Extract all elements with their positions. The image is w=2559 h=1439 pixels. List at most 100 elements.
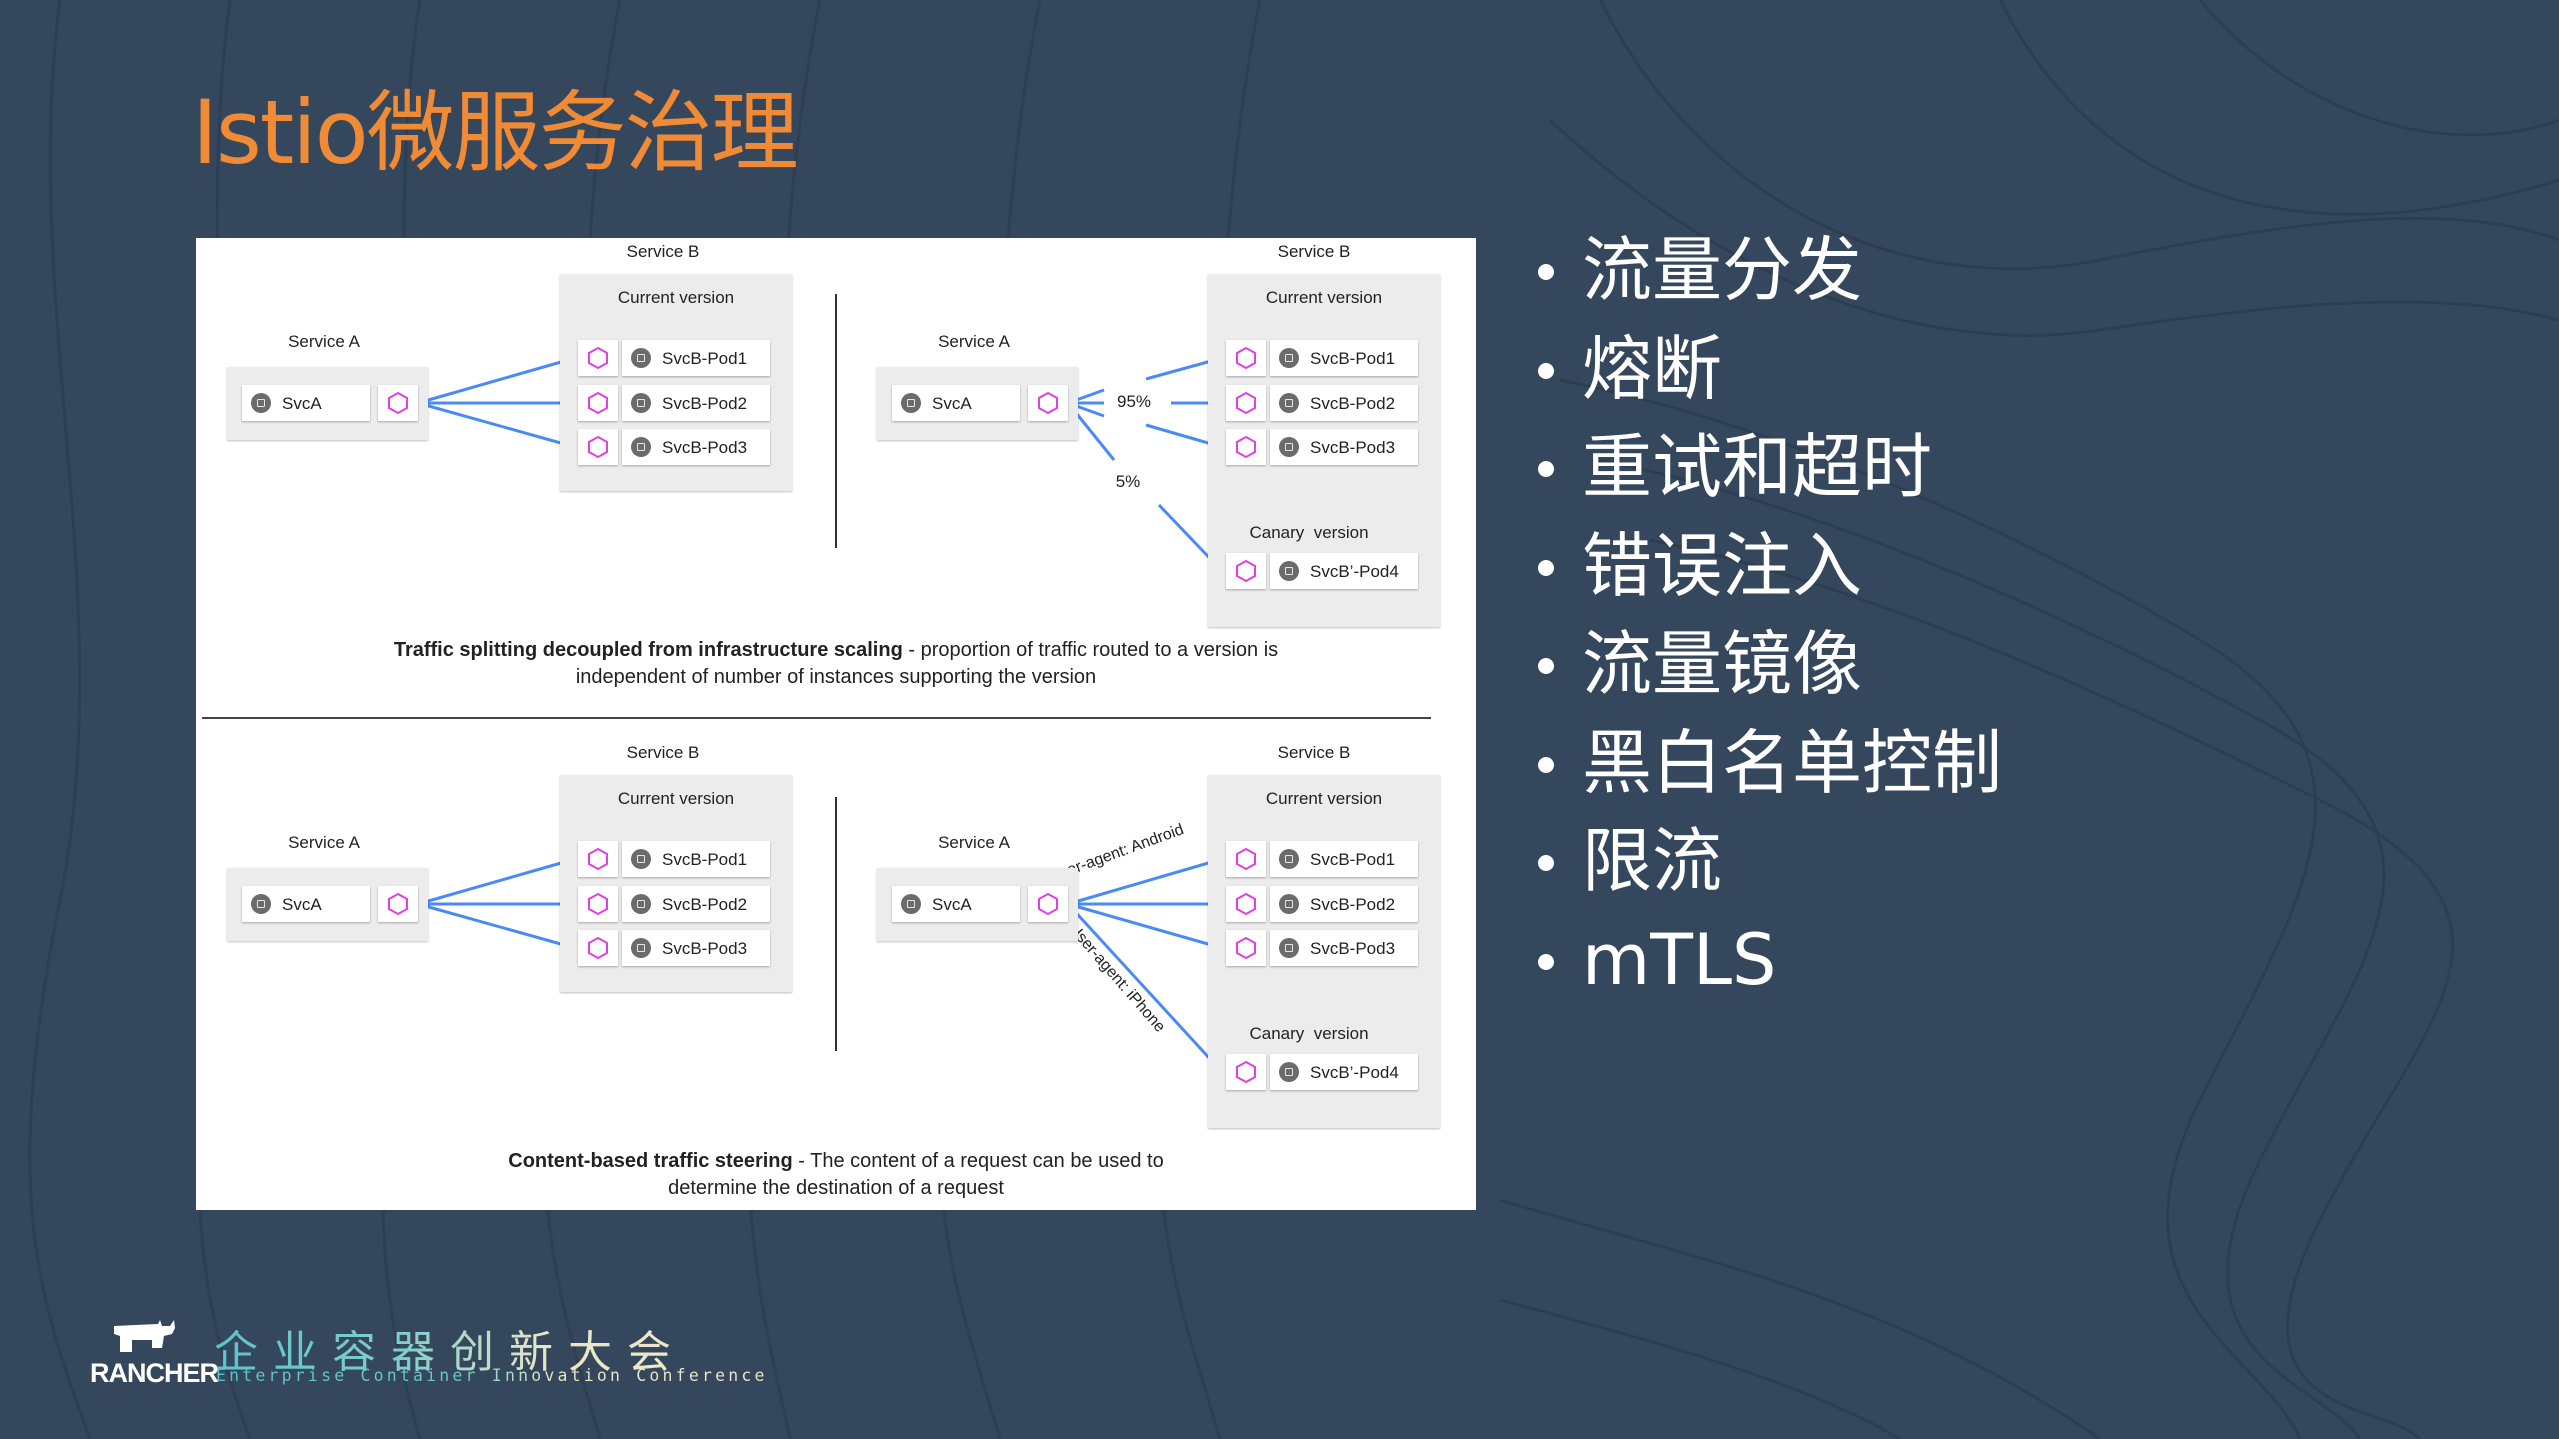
service-a-label: Service A: [938, 833, 1010, 852]
bullet-dot-icon: [1538, 756, 1554, 773]
service-b-label: Service B: [1277, 242, 1351, 261]
pod-card: SvcB-Pod2: [1270, 886, 1418, 922]
pod-card: SvcB-Pod1: [622, 340, 770, 376]
top-caption: Traffic splitting decoupled from infrast…: [196, 637, 1476, 691]
current-version-label: Current version: [1265, 288, 1383, 307]
conference-footer: RANCHER 企业容器创新大会 Enterprise Container In…: [90, 1320, 764, 1390]
envoy-hexagon-icon: [588, 346, 608, 370]
pod-label: SvcB-Pod1: [1310, 850, 1396, 869]
chip-icon: [901, 894, 921, 914]
caption-rest: - proportion of traffic routed to a vers…: [902, 639, 1279, 661]
bullet-dot-icon: [1538, 855, 1554, 871]
sidecar-proxy: [1226, 930, 1266, 966]
pod-label: SvcB-Pod3: [1310, 438, 1396, 457]
sidecar-proxy: [1226, 1054, 1266, 1090]
service-b-label: Service B: [626, 743, 700, 762]
envoy-hexagon-icon: [588, 847, 608, 871]
chip-icon: [631, 938, 651, 958]
routing-arrows: [417, 355, 576, 450]
canary-version-label: Canary version: [1249, 1024, 1369, 1043]
bullet-text: 限流: [1582, 820, 1722, 902]
routing-arrows: [417, 856, 576, 951]
chip-icon: [1279, 1062, 1299, 1082]
envoy-hexagon-icon: [588, 391, 608, 415]
sidecar-proxy: [1226, 340, 1266, 376]
bullet-dot-icon: [1538, 264, 1554, 280]
pod-card: SvcB-Pod3: [622, 429, 770, 465]
pod-card: SvcB-Pod3: [1270, 930, 1418, 966]
caption-line2: determine the destination of a request: [668, 1177, 1004, 1199]
split-95-label: 95%: [1116, 392, 1152, 411]
bullet-dot-icon: [1538, 953, 1554, 970]
pod-label: SvcB-Pod2: [662, 895, 748, 914]
svca-card: SvcA: [892, 886, 1020, 922]
pod-card: SvcB-Pod1: [622, 841, 770, 877]
pod-card: SvcB-Pod3: [622, 930, 770, 966]
caption-rest: - The content of a request can be used t…: [792, 1150, 1164, 1172]
chip-icon: [251, 393, 271, 413]
current-version-label: Current version: [617, 288, 735, 307]
pod-label: SvcB-Pod2: [1310, 895, 1396, 914]
istio-diagram-panel: Service B Current version Service A SvcA…: [196, 238, 1476, 1210]
svca-card: SvcA: [242, 886, 370, 922]
caption-bold: Traffic splitting decoupled from infrast…: [393, 639, 903, 661]
bullet-text: 流量镜像: [1582, 623, 1862, 705]
envoy-hexagon-icon: [588, 435, 608, 459]
envoy-hexagon-icon: [1236, 391, 1256, 415]
envoy-hexagon-icon: [1236, 892, 1256, 916]
service-a-label: Service A: [288, 833, 360, 852]
diagram-bottom-left: Service B Current version Service A SvcA…: [196, 739, 836, 1179]
envoy-hexagon-icon: [588, 936, 608, 960]
sidecar-proxy: [578, 930, 618, 966]
pod-label: SvcB-Pod1: [662, 850, 748, 869]
sidecar-proxy: [578, 429, 618, 465]
pod-label: SvcB-Pod3: [1310, 939, 1396, 958]
envoy-hexagon-icon: [1236, 1060, 1256, 1084]
sidecar-proxy: [378, 385, 418, 421]
sidecar-proxy: [1226, 385, 1266, 421]
sidecar-proxy: [1028, 886, 1068, 922]
caption-line2: independent of number of instances suppo…: [575, 666, 1097, 688]
section-divider: [202, 717, 1431, 719]
pod-label: SvcB-Pod1: [1310, 349, 1396, 368]
rancher-brand: RANCHER: [90, 1358, 219, 1388]
diagram-top-left: Service B Current version Service A SvcA…: [196, 238, 836, 678]
bullet-text: 黑白名单控制: [1582, 721, 2002, 804]
bullet-dot-icon: [1538, 658, 1554, 674]
vertical-separator: [835, 797, 837, 1051]
pod-label: SvcB-Pod2: [662, 394, 748, 413]
bullet-text: 流量分发: [1582, 229, 1862, 311]
pod-label: SvcB’-Pod4: [1310, 562, 1399, 581]
diagram-top-right: 95% 5% Service B Current version Canary …: [846, 238, 1486, 678]
current-version-label: Current version: [617, 789, 735, 808]
chip-icon: [631, 894, 651, 914]
chip-icon: [251, 894, 271, 914]
chip-icon: [1279, 437, 1299, 457]
pod-card: SvcB-Pod2: [622, 886, 770, 922]
pod-card: SvcB-Pod2: [622, 385, 770, 421]
pod-label: SvcB-Pod3: [662, 939, 748, 958]
canary-pod-card: SvcB’-Pod4: [1270, 1054, 1418, 1090]
bullet-text: 重试和超时: [1582, 426, 1932, 508]
diagram-bottom-right: User-agent: Android User-agent: iPhone S…: [846, 739, 1486, 1179]
svca-label: SvcA: [282, 394, 322, 413]
sidecar-proxy: [1028, 385, 1068, 421]
pod-label: SvcB-Pod3: [662, 438, 748, 457]
chip-icon: [631, 437, 651, 457]
svca-label: SvcA: [282, 895, 322, 914]
chip-icon: [631, 393, 651, 413]
envoy-hexagon-icon: [588, 892, 608, 916]
chip-icon: [1279, 393, 1299, 413]
envoy-hexagon-icon: [1236, 435, 1256, 459]
bullet-dot-icon: [1538, 559, 1554, 576]
envoy-hexagon-icon: [388, 391, 408, 415]
envoy-hexagon-icon: [1236, 559, 1256, 583]
rancher-bull-logo-icon: [114, 1320, 175, 1352]
service-b-label: Service B: [1277, 743, 1351, 762]
pod-card: SvcB-Pod3: [1270, 429, 1418, 465]
pod-label: SvcB’-Pod4: [1310, 1063, 1399, 1082]
split-5-label: 5%: [1115, 472, 1141, 491]
sidecar-proxy: [378, 886, 418, 922]
svca-label: SvcA: [932, 394, 972, 413]
svca-card: SvcA: [892, 385, 1020, 421]
